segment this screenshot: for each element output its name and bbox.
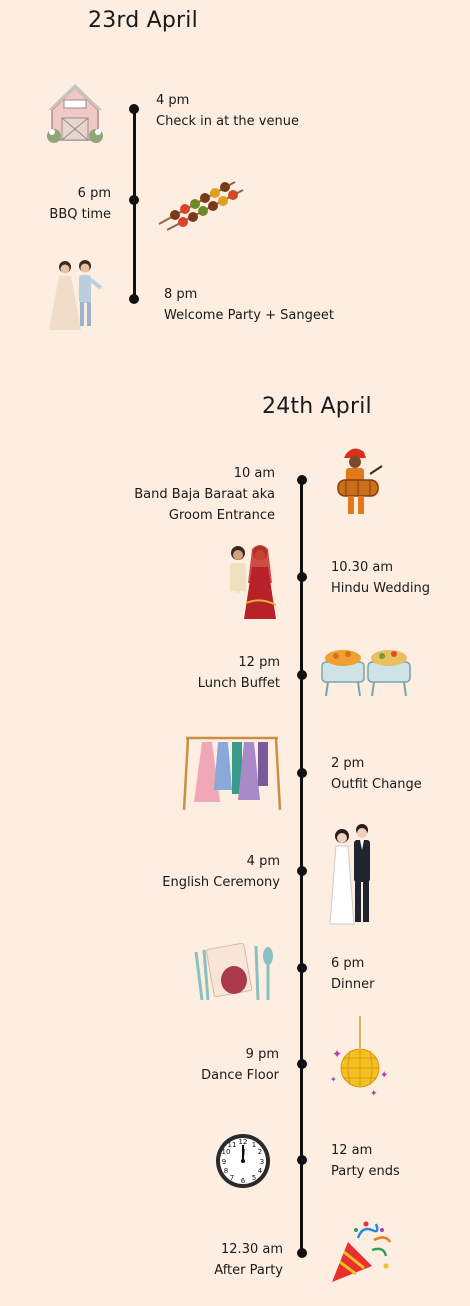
event-label: Welcome Party + Sangeet [164, 308, 334, 323]
event-time: 4 pm [246, 854, 280, 869]
dhol-drummer-icon [330, 444, 386, 520]
event-label: Outfit Change [331, 777, 422, 792]
event-dinner: 6 pm Dinner [331, 953, 374, 995]
timeline-dot [297, 1248, 307, 1258]
timeline-dot [297, 1059, 307, 1069]
event-lunch: 12 pm Lunch Buffet [160, 652, 280, 694]
disco-ball-icon: ✦ ✦ ✦ ✦ [328, 1016, 392, 1098]
event-time: 6 pm [77, 186, 111, 201]
event-label: Hindu Wedding [331, 581, 430, 596]
event-time: 12.30 am [221, 1242, 283, 1257]
svg-text:2: 2 [258, 1148, 262, 1156]
event-welcome-party: 8 pm Welcome Party + Sangeet [164, 284, 334, 326]
event-label: Check in at the venue [156, 114, 299, 129]
svg-text:4: 4 [258, 1167, 263, 1175]
event-english-ceremony: 4 pm English Ceremony [140, 851, 280, 893]
timeline-dot [297, 866, 307, 876]
event-label: Band Baja Baraat aka [134, 487, 275, 502]
svg-text:11: 11 [228, 1141, 237, 1149]
buffet-trays-icon [320, 644, 412, 700]
svg-text:7: 7 [230, 1174, 234, 1182]
event-label: Groom Entrance [168, 508, 275, 523]
party-popper-icon [328, 1220, 394, 1286]
event-label: English Ceremony [162, 875, 280, 890]
event-label: After Party [214, 1263, 283, 1278]
timeline-dot [129, 104, 139, 114]
indian-couple-icon [222, 543, 278, 621]
timeline-dot [297, 572, 307, 582]
event-party-ends: 12 am Party ends [331, 1140, 400, 1182]
event-label: Dance Floor [201, 1068, 279, 1083]
event-time: 2 pm [331, 756, 365, 771]
svg-text:✦: ✦ [330, 1075, 337, 1084]
event-time: 6 pm [331, 956, 365, 971]
event-checkin: 4 pm Check in at the venue [156, 90, 299, 132]
svg-text:9: 9 [222, 1158, 226, 1166]
svg-text:8: 8 [224, 1167, 228, 1175]
day1-title: 23rd April [88, 8, 198, 33]
timeline-dot [297, 1155, 307, 1165]
timeline-dot [129, 294, 139, 304]
event-time: 10.30 am [331, 560, 393, 575]
svg-text:✦: ✦ [380, 1070, 388, 1081]
event-label: Party ends [331, 1164, 400, 1179]
svg-text:✦: ✦ [332, 1047, 342, 1061]
event-time: 10 am [233, 466, 275, 481]
event-label: Dinner [331, 977, 375, 992]
event-time: 8 pm [164, 287, 198, 302]
event-time: 12 am [331, 1143, 373, 1158]
svg-text:✦: ✦ [370, 1089, 378, 1098]
bbq-skewers-icon [155, 176, 245, 232]
svg-text:3: 3 [260, 1158, 264, 1166]
event-baraat: 10 am Band Baja Baraat aka Groom Entranc… [120, 463, 275, 526]
place-setting-icon [188, 942, 278, 1004]
timeline-dot [297, 475, 307, 485]
timeline-dot [129, 195, 139, 205]
svg-text:1: 1 [252, 1141, 256, 1149]
svg-text:10: 10 [222, 1148, 231, 1156]
event-label: Lunch Buffet [197, 676, 280, 691]
bride-groom-icon [328, 820, 378, 926]
event-dance-floor: 9 pm Dance Floor [160, 1044, 279, 1086]
day2-title: 24th April [262, 394, 372, 419]
event-time: 4 pm [156, 93, 190, 108]
svg-text:12: 12 [239, 1138, 248, 1146]
event-bbq: 6 pm BBQ time [20, 183, 111, 225]
event-time: 12 pm [238, 655, 280, 670]
event-outfit-change: 2 pm Outfit Change [331, 753, 422, 795]
svg-text:5: 5 [252, 1174, 256, 1182]
timeline-dot [297, 670, 307, 680]
event-time: 9 pm [245, 1047, 279, 1062]
clothes-rack-icon [180, 734, 284, 814]
barn-icon [44, 82, 106, 144]
event-label: BBQ time [49, 207, 111, 222]
timeline-dot [297, 963, 307, 973]
event-after-party: 12.30 am After Party [160, 1239, 283, 1281]
timeline-dot [297, 768, 307, 778]
event-hindu-wedding: 10.30 am Hindu Wedding [331, 557, 430, 599]
dancing-couple-icon [47, 258, 103, 332]
svg-text:6: 6 [241, 1177, 246, 1185]
